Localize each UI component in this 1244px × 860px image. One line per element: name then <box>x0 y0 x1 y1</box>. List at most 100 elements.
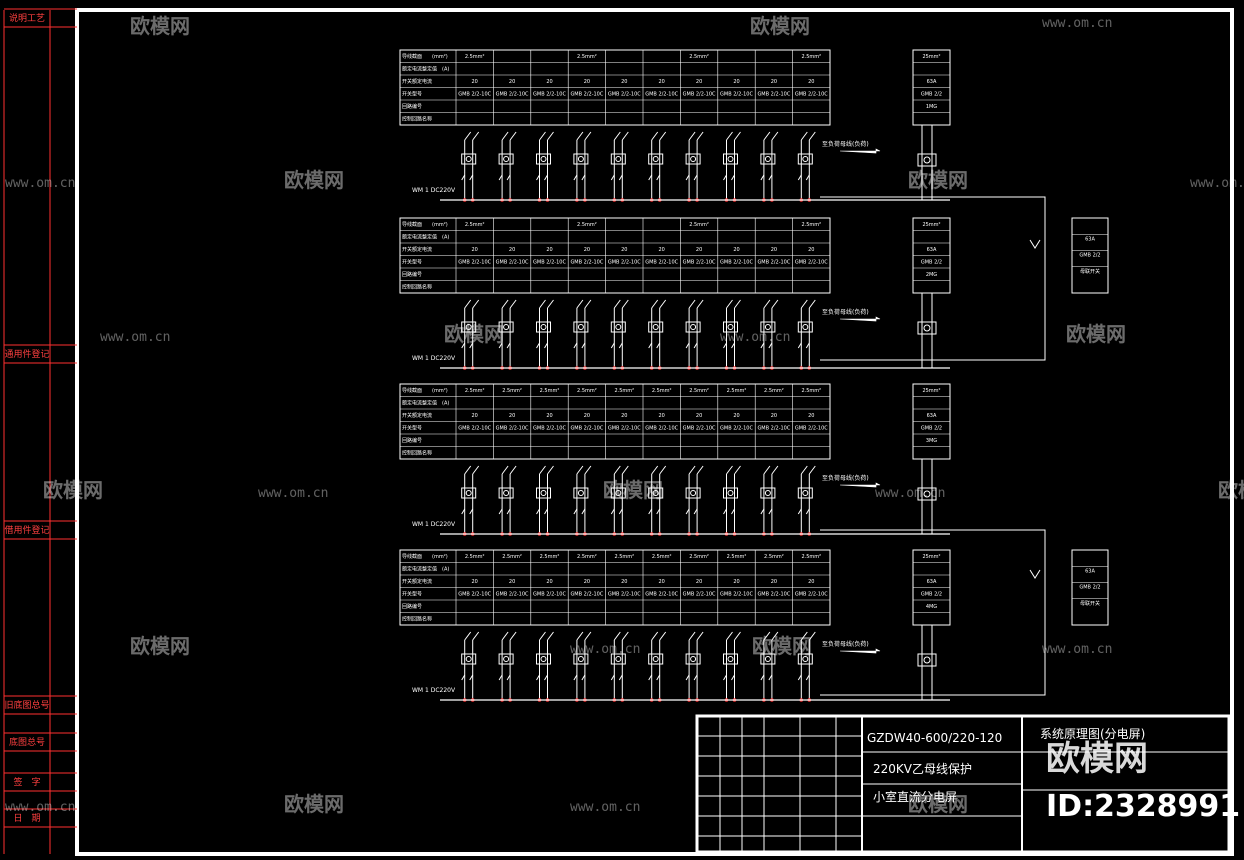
feeder-breaker <box>648 631 667 702</box>
cell-type: GMB 2/2-10C <box>458 592 491 598</box>
watermark-url: www.om.cn <box>720 330 790 345</box>
row-label: 开关额定电流 <box>402 412 432 419</box>
cell-current: 20 <box>808 79 814 85</box>
feeder-breaker <box>461 131 480 202</box>
cell-current: 20 <box>584 79 590 85</box>
bus-label: WM 1 DC220V <box>412 187 456 194</box>
cell-current: 20 <box>733 413 739 419</box>
panel-4: 导线截面 (mm²)额定电流整定值 (A)开关额定电流开关型号回路编号控制回路名… <box>399 549 1109 702</box>
feeder-breaker <box>648 299 667 370</box>
feeder-breaker <box>723 465 741 536</box>
feeder-breaker <box>498 465 517 536</box>
feeder-breaker <box>723 131 741 202</box>
incomer-value: 3MG <box>926 438 937 444</box>
load-note: 至负荷母线(负荷) <box>822 640 869 648</box>
incomer-value: 63A <box>927 247 937 253</box>
feeder-breaker <box>685 465 704 536</box>
row-label: 控制回路名称 <box>402 616 432 623</box>
tie-value: GMB 2/2 <box>1079 253 1100 259</box>
cell-wire: 2.5mm² <box>465 54 485 60</box>
watermark-logo: 欧模网 <box>750 14 810 38</box>
row-label: 回路编号 <box>402 271 422 278</box>
feeder-breaker <box>685 131 704 202</box>
cell-current: 20 <box>771 79 777 85</box>
cell-current: 20 <box>472 247 478 253</box>
cell-type: GMB 2/2-10C <box>570 260 603 266</box>
row-label: 开关额定电流 <box>402 578 432 585</box>
cell-type: GMB 2/2-10C <box>533 92 566 98</box>
cell-wire: 2.5mm² <box>502 554 522 560</box>
cell-wire: 2.5mm² <box>727 554 747 560</box>
cell-current: 20 <box>659 247 665 253</box>
row-label: 导线截面 (mm²) <box>402 553 448 560</box>
cell-type: GMB 2/2-10C <box>683 260 716 266</box>
cell-type: GMB 2/2-10C <box>533 426 566 432</box>
cell-current: 20 <box>808 579 814 585</box>
cell-type: GMB 2/2-10C <box>645 92 678 98</box>
cell-current: 20 <box>696 79 702 85</box>
bus-tie-lines <box>820 196 1046 696</box>
tie-value: 母联开关 <box>1080 600 1100 607</box>
cell-wire: 2.5mm² <box>577 554 597 560</box>
cell-current: 20 <box>546 247 552 253</box>
row-label: 回路编号 <box>402 603 422 610</box>
feeder-breaker <box>797 299 816 370</box>
panel-2: 导线截面 (mm²)额定电流整定值 (A)开关额定电流开关型号回路编号控制回路名… <box>399 217 1109 370</box>
bus-label: WM 1 DC220V <box>412 521 456 528</box>
cell-wire: 2.5mm² <box>801 222 821 228</box>
cell-type: GMB 2/2-10C <box>608 592 641 598</box>
row-label: 回路编号 <box>402 103 422 110</box>
cell-type: GMB 2/2-10C <box>720 260 753 266</box>
cell-type: GMB 2/2-10C <box>645 426 678 432</box>
incomer-value: 25mm² <box>922 554 940 560</box>
incomer-breaker <box>917 459 937 534</box>
row-label: 额定电流整定值 (A) <box>402 234 449 241</box>
cell-current: 20 <box>733 79 739 85</box>
cell-current: 20 <box>472 579 478 585</box>
watermark-layer: 欧模网欧模网欧模网欧模网欧模网欧模网欧模网欧模网欧模网欧模网欧模网欧模网欧模网w… <box>5 14 1244 816</box>
cell-wire: 2.5mm² <box>465 554 485 560</box>
cell-current: 20 <box>509 247 515 253</box>
bus-label: WM 1 DC220V <box>412 355 456 362</box>
incomer-value: 4MG <box>926 604 937 610</box>
row-label: 开关型号 <box>402 425 422 432</box>
incomer-value: 25mm² <box>922 54 940 60</box>
title-block: GZDW40-600/220-120 220KV乙母线保护 小室直流分电屏 系统… <box>695 714 1231 854</box>
cell-wire: 2.5mm² <box>502 388 522 394</box>
distribution-panels: 导线截面 (mm²)额定电流整定值 (A)开关额定电流开关型号回路编号控制回路名… <box>399 49 1109 702</box>
watermark-url: www.om.cn <box>875 486 945 501</box>
cell-type: GMB 2/2-10C <box>757 426 790 432</box>
watermark-url: www.om.cn <box>5 800 75 815</box>
cell-type: GMB 2/2-10C <box>645 260 678 266</box>
model-number: GZDW40-600/220-120 <box>867 731 1002 745</box>
panel-1: 导线截面 (mm²)额定电流整定值 (A)开关额定电流开关型号回路编号控制回路名… <box>399 49 951 202</box>
cell-current: 20 <box>472 413 478 419</box>
cell-type: GMB 2/2-10C <box>496 426 529 432</box>
cell-type: GMB 2/2-10C <box>720 92 753 98</box>
cell-wire: 2.5mm² <box>801 54 821 60</box>
row-label: 开关型号 <box>402 91 422 98</box>
cell-current: 20 <box>621 79 627 85</box>
margin-label: 日 期 <box>13 813 40 824</box>
feeder-breaker <box>797 631 816 702</box>
feeder-breaker <box>461 465 480 536</box>
watermark-url: www.om.cn <box>570 642 640 657</box>
cell-wire: 2.5mm² <box>577 54 597 60</box>
load-note: 至负荷母线(负荷) <box>822 474 869 482</box>
watermark-url: www.om.cn <box>1042 642 1112 657</box>
cell-wire: 2.5mm² <box>614 388 634 394</box>
watermark-logo: 欧模网 <box>130 14 190 38</box>
feeder-breaker <box>723 631 741 702</box>
watermark-logo: 欧模网 <box>908 792 968 816</box>
cell-current: 20 <box>546 413 552 419</box>
feeder-breaker <box>760 131 779 202</box>
cell-wire: 2.5mm² <box>652 554 672 560</box>
cell-current: 20 <box>733 579 739 585</box>
feeder-breaker <box>685 299 704 370</box>
row-label: 导线截面 (mm²) <box>402 53 448 60</box>
cell-type: GMB 2/2-10C <box>458 92 491 98</box>
row-label: 控制回路名称 <box>402 450 432 457</box>
watermark-url: www.om.cn <box>100 330 170 345</box>
row-label: 开关额定电流 <box>402 246 432 253</box>
incomer-breaker <box>917 125 937 200</box>
